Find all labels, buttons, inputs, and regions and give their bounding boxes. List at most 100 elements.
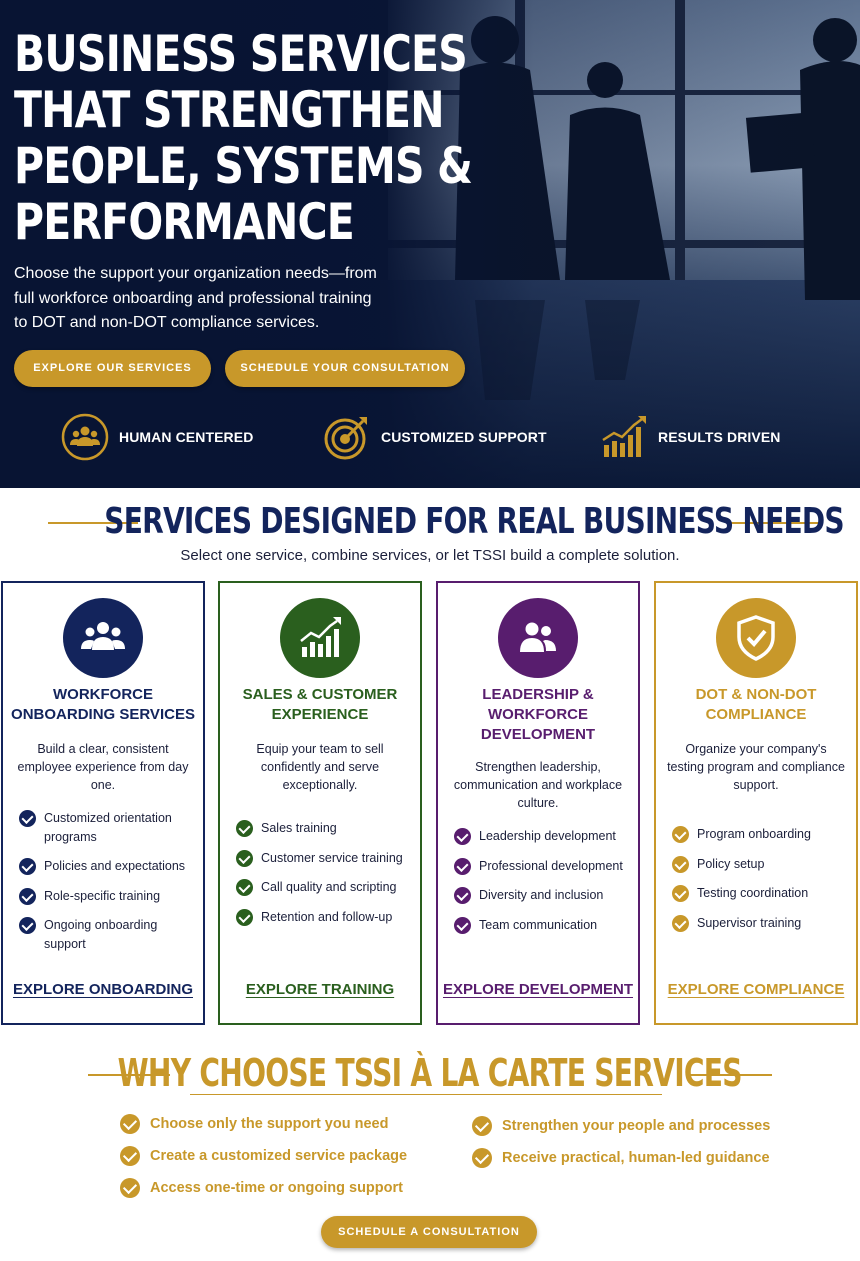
- list-item-label: Team communication: [479, 917, 598, 932]
- check-icon: [236, 879, 253, 896]
- list-item: Customized orientation programs: [19, 809, 199, 846]
- list-item-label: Program onboarding: [697, 827, 811, 841]
- list-item: Retention and follow-up: [236, 908, 416, 927]
- hero-title-line: PEOPLE, SYSTEMS &: [14, 137, 473, 195]
- card-description: Equip your team to sell confidently and …: [256, 742, 384, 792]
- explore-development-link[interactable]: EXPLORE DEVELOPMENT: [442, 981, 634, 998]
- check-icon: [19, 810, 36, 827]
- services-title-text: SERVICES DESIGNED FOR REAL BUSINESS NEED…: [104, 501, 844, 542]
- hero-title-line: PERFORMANCE: [14, 193, 355, 251]
- benefit-item: Receive practical, human-led guidance: [472, 1148, 770, 1169]
- services-section-title: SERVICES DESIGNED FOR REAL BUSINESS NEED…: [0, 502, 860, 542]
- people-icon-glyph: [520, 622, 556, 652]
- check-icon: [19, 887, 36, 905]
- list-item-label: Policy setup: [697, 856, 765, 871]
- list-item: Team communication: [454, 916, 634, 935]
- hero-title-line: THAT STRENGTHEN: [14, 81, 445, 139]
- benefit-item: Create a customized service package: [120, 1146, 407, 1167]
- check-icon: [672, 914, 689, 932]
- card-title: SALES & CUSTOMER EXPERIENCE: [242, 686, 398, 723]
- list-item: Policies and expectations: [19, 857, 199, 876]
- benefit-item: Choose only the support you need: [120, 1114, 407, 1135]
- growth-chart-icon-glyph: [300, 617, 341, 657]
- growth-chart-icon: [602, 416, 646, 457]
- divider-line: [88, 1074, 170, 1076]
- benefit-item: Strengthen your people and processes: [472, 1116, 770, 1137]
- feature-label: RESULTS DRIVEN: [658, 429, 781, 445]
- list-item-label: Customized orientation programs: [44, 811, 172, 844]
- feature-results-driven: RESULTS DRIVEN: [600, 412, 781, 462]
- card-feature-list: Customized orientation programs Policies…: [19, 809, 199, 964]
- list-item-label: Retention and follow-up: [261, 909, 393, 924]
- check-icon: [120, 1146, 140, 1166]
- hero-title: BUSINESS SERVICES THAT STRENGTHEN PEOPLE…: [14, 25, 473, 251]
- list-item-label: Supervisor training: [697, 915, 802, 930]
- divider-line: [690, 1074, 772, 1076]
- benefit-label: Access one-time or ongoing support: [150, 1180, 403, 1196]
- check-icon: [672, 826, 689, 843]
- hero-title-line: BUSINESS SERVICES: [14, 25, 468, 83]
- list-item-label: Policies and expectations: [44, 859, 186, 873]
- list-item: Professional development: [454, 857, 634, 876]
- card-feature-list: Program onboarding Policy setup Testing …: [672, 825, 852, 943]
- benefits-list-right: Strengthen your people and processes Rec…: [472, 1116, 770, 1180]
- benefit-label: Create a customized service package: [150, 1148, 408, 1164]
- check-icon: [120, 1178, 140, 1198]
- check-icon: [672, 855, 689, 873]
- people-icon: [498, 598, 578, 678]
- services-section-subtitle: Select one service, combine services, or…: [180, 547, 680, 564]
- card-title: DOT & NON-DOT COMPLIANCE: [695, 686, 817, 723]
- check-icon: [236, 849, 253, 867]
- benefits-list-left: Choose only the support you need Create …: [120, 1114, 407, 1210]
- list-item-label: Diversity and inclusion: [479, 888, 604, 902]
- check-icon: [19, 917, 36, 934]
- check-icon: [454, 887, 471, 904]
- list-item: Supervisor training: [672, 914, 852, 933]
- schedule-consultation-button[interactable]: SCHEDULE YOUR CONSULTATION: [225, 350, 465, 387]
- list-item-label: Customer service training: [261, 850, 403, 865]
- card-description: Strengthen leadership, communication and…: [453, 760, 623, 810]
- target-icon: [324, 417, 367, 460]
- feature-human-centered: HUMAN CENTERED: [61, 412, 253, 462]
- feature-label: CUSTOMIZED SUPPORT: [381, 429, 547, 445]
- card-description: Organize your company's testing program …: [667, 742, 845, 792]
- growth-chart-icon: [280, 598, 360, 678]
- explore-compliance-link[interactable]: EXPLORE COMPLIANCE: [667, 981, 845, 998]
- check-icon: [19, 858, 36, 875]
- benefit-label: Receive practical, human-led guidance: [502, 1150, 770, 1166]
- list-item: Call quality and scripting: [236, 878, 416, 897]
- list-item: Diversity and inclusion: [454, 886, 634, 905]
- service-card-sales: SALES & CUSTOMER EXPERIENCE Equip your t…: [218, 581, 422, 1025]
- title-underline: [190, 1094, 662, 1095]
- check-icon: [236, 908, 253, 926]
- check-icon: [120, 1114, 140, 1134]
- benefit-label: Strengthen your people and processes: [502, 1118, 771, 1134]
- benefit-label: Choose only the support you need: [150, 1116, 389, 1132]
- check-icon: [472, 1116, 492, 1136]
- list-item-label: Call quality and scripting: [261, 880, 397, 894]
- benefit-item: Access one-time or ongoing support: [120, 1178, 407, 1199]
- shield-check-icon: [716, 598, 796, 678]
- hero-subtitle: Choose the support your organization nee…: [14, 265, 377, 331]
- card-description: Build a clear, consistent employee exper…: [17, 742, 189, 792]
- check-icon: [672, 885, 689, 902]
- check-icon: [454, 828, 471, 845]
- explore-onboarding-link[interactable]: EXPLORE ONBOARDING: [12, 981, 193, 998]
- card-feature-list: Leadership development Professional deve…: [454, 827, 634, 945]
- schedule-a-consultation-button[interactable]: SCHEDULE A CONSULTATION: [321, 1216, 537, 1248]
- service-card-leadership: LEADERSHIP & WORKFORCE DEVELOPMENT Stren…: [436, 581, 640, 1025]
- office-meeting-photo: [0, 0, 860, 488]
- list-item: Sales training: [236, 819, 416, 838]
- feature-customized-support: CUSTOMIZED SUPPORT: [323, 412, 547, 462]
- divider-line: [730, 522, 820, 524]
- list-item-label: Ongoing onboarding support: [44, 918, 158, 951]
- list-item-label: Leadership development: [479, 829, 616, 843]
- people-icon: [61, 413, 109, 461]
- team-icon-glyph: [81, 622, 125, 650]
- list-item: Policy setup: [672, 855, 852, 874]
- list-item-label: Role-specific training: [44, 888, 161, 903]
- explore-services-button[interactable]: EXPLORE OUR SERVICES: [14, 350, 211, 387]
- service-card-compliance: DOT & NON-DOT COMPLIANCE Organize your c…: [654, 581, 858, 1025]
- explore-training-link[interactable]: EXPLORE TRAINING: [245, 981, 395, 998]
- card-feature-list: Sales training Customer service training…: [236, 819, 416, 937]
